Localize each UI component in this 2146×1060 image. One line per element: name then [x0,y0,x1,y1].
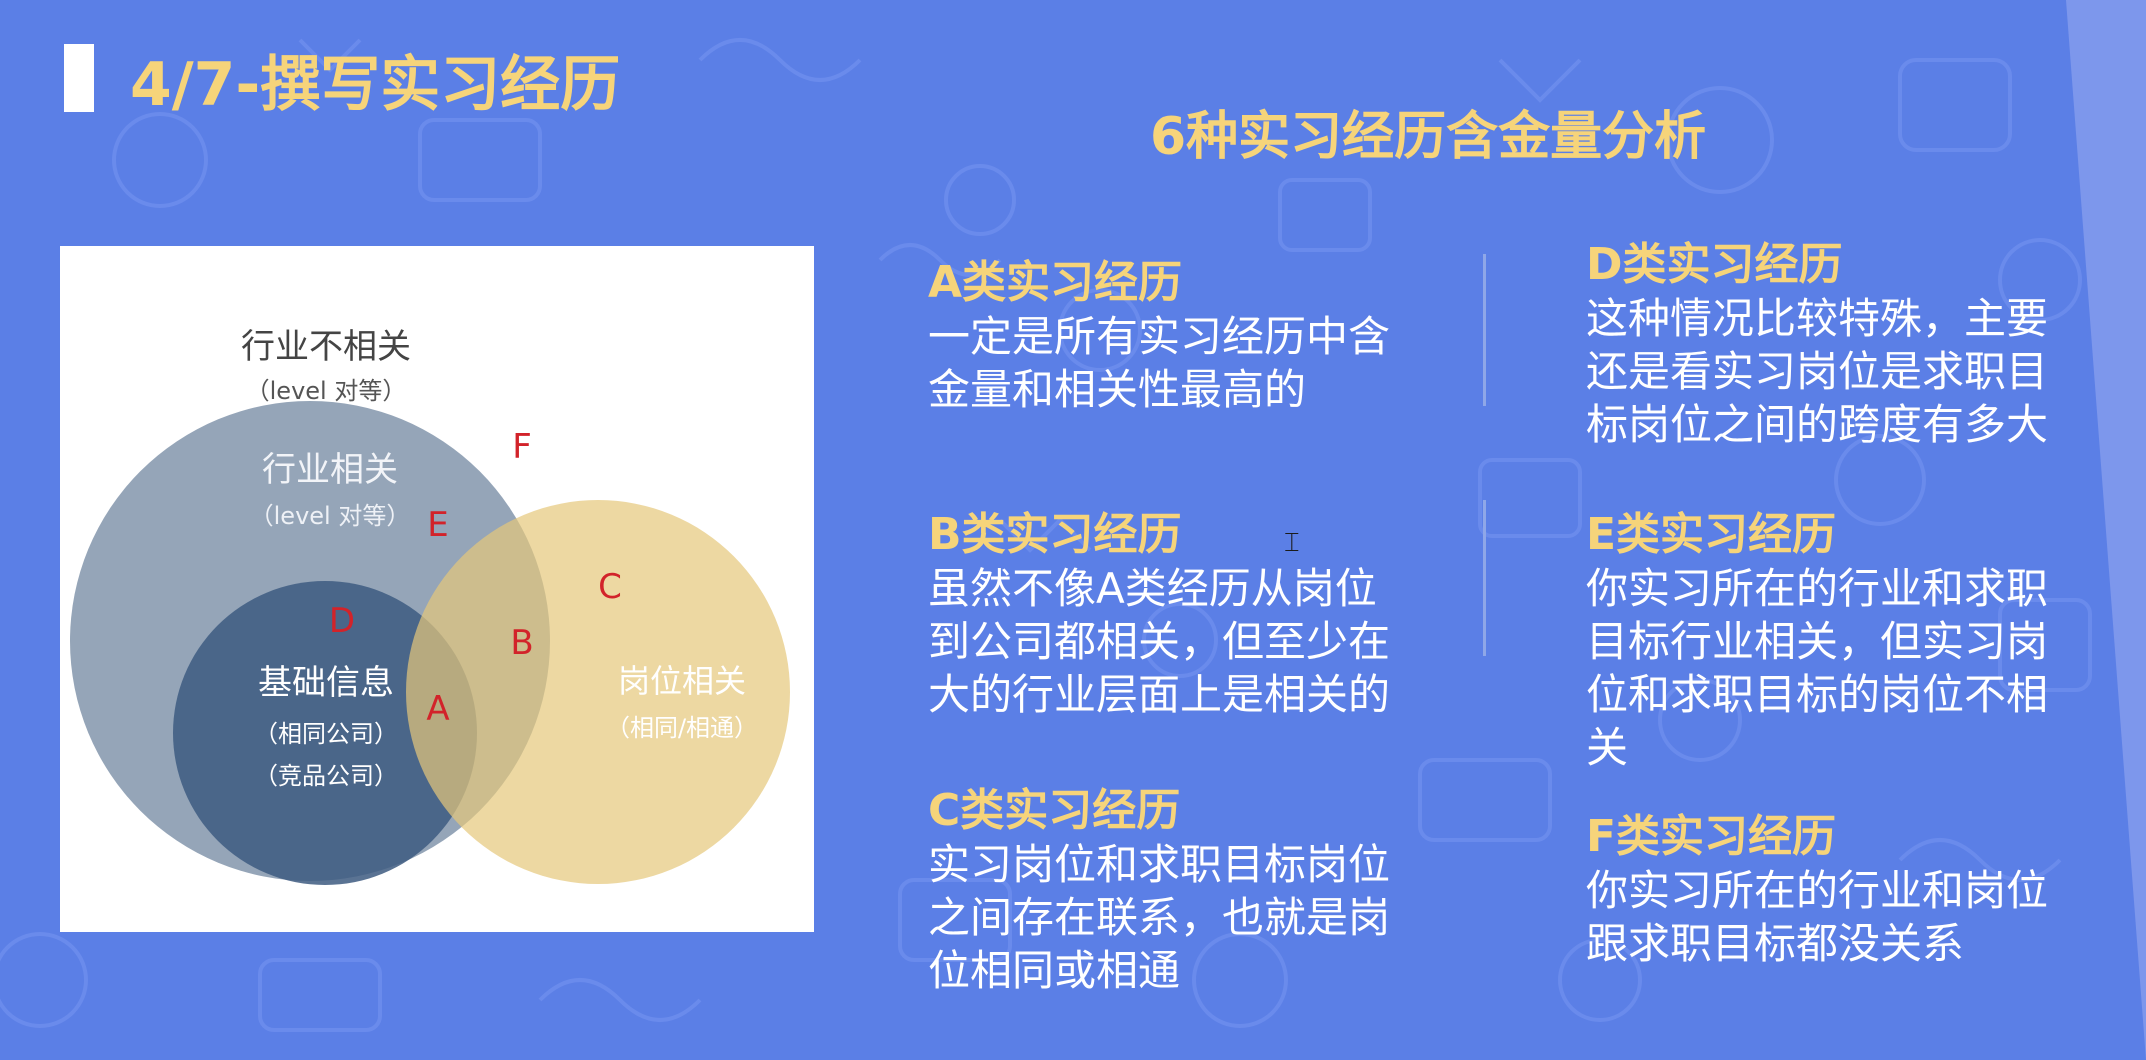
title-accent-bar [64,44,94,112]
base-circle [173,581,477,885]
base-sub-1: （相同公司） [254,720,398,748]
page-title: 4/7-撰写实习经历 [130,50,621,120]
item-body: 你实习所在的行业和岗位 跟求职目标都没关系 [1586,866,2049,968]
industry-label: 行业相关 [262,450,398,490]
venn-diagram-card: 行业不相关 （level 对等） 行业相关 （level 对等） 基础信息 （相… [60,246,814,932]
item-body: 你实习所在的行业和求职 目标行业相关，但实习岗 位和求职目标的岗位不相 关 [1586,564,2049,772]
letter-b: B [510,623,533,663]
position-sub: （相同/相通） [606,714,758,742]
section-title: 6种实习经历含金量分析 [1150,107,1707,167]
industry-sub: （level 对等） [250,502,411,530]
item-heading: C类实习经历 [928,785,1181,836]
item-c: C类实习经历 实习岗位和求职目标岗位 之间存在联系，也就是岗 位相同或相通 [928,784,1390,997]
item-a: A类实习经历 一定是所有实习经历中含 金量和相关性最高的 [928,256,1390,416]
base-sub-2: （竞品公司） [254,762,398,790]
item-heading: E类实习经历 [1586,509,1837,560]
item-d: D类实习经历 这种情况比较特殊，主要 还是看实习岗位是求职目 标岗位之间的跨度有… [1586,238,2048,451]
column-divider-1 [1483,254,1486,406]
letter-c: C [598,567,622,607]
venn-diagram: 行业不相关 （level 对等） 行业相关 （level 对等） 基础信息 （相… [70,327,790,885]
item-heading: F类实习经历 [1586,811,1837,862]
position-label: 岗位相关 [618,662,746,700]
letter-a: A [426,689,449,729]
column-divider-2 [1483,500,1486,656]
item-e: E类实习经历 你实习所在的行业和求职 目标行业相关，但实习岗 位和求职目标的岗位… [1586,508,2048,774]
base-label: 基础信息 [258,663,394,703]
position-circle [406,500,790,884]
item-body: 这种情况比较特殊，主要 还是看实习岗位是求职目 标岗位之间的跨度有多大 [1586,294,2049,449]
letter-e: E [427,505,448,545]
item-body: 虽然不像A类经历从岗位 到公司都相关，但至少在 大的行业层面上是相关的 [928,564,1391,719]
item-body: 实习岗位和求职目标岗位 之间存在联系，也就是岗 位相同或相通 [928,840,1391,995]
letter-d: D [329,601,355,641]
item-b: B类实习经历 虽然不像A类经历从岗位 到公司都相关，但至少在 大的行业层面上是相… [928,508,1390,721]
right-edge-decoration [2066,0,2146,1060]
item-heading: A类实习经历 [928,257,1183,308]
outer-sub: （level 对等） [246,377,407,405]
item-heading: B类实习经历 [928,509,1182,560]
item-body: 一定是所有实习经历中含 金量和相关性最高的 [928,312,1391,414]
outer-label: 行业不相关 [241,327,411,367]
letter-f: F [512,427,532,467]
text-cursor-icon: ⌶ [1284,528,1300,558]
item-heading: D类实习经历 [1586,239,1843,290]
item-f: F类实习经历 你实习所在的行业和岗位 跟求职目标都没关系 [1586,810,2048,970]
